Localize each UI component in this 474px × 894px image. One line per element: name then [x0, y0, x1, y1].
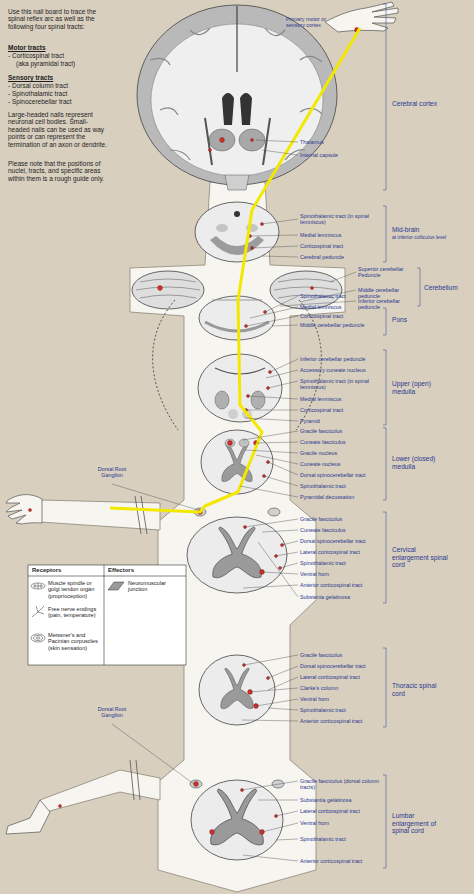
structure-label: Dorsal spinocerebellar tract: [300, 472, 382, 478]
structure-label: Inferior cerebellar peduncle: [358, 298, 416, 310]
instruction-note: - Corticospinal tract: [8, 52, 108, 59]
structure-label: Spinothalamic tract: [300, 707, 382, 713]
legend-heading: Effectors: [108, 567, 178, 574]
structure-label: Spinothalamic tract: [300, 483, 382, 489]
structure-label: Cerebral peduncle: [300, 254, 382, 260]
structure-label: Corticospinal tract: [300, 313, 356, 319]
structure-label: Ventral horn: [300, 696, 382, 702]
structure-label: Pyramid: [300, 418, 382, 424]
instruction-note: - Dorsal column tract: [8, 82, 108, 89]
structure-label: Ventral horn: [300, 820, 382, 826]
structure-label: Gracile fasciculus (dorsal column tracts…: [300, 778, 382, 790]
structure-label: Ventral horn: [300, 571, 382, 577]
structure-label: Gracile fasciculus: [300, 516, 382, 522]
structure-label: Accessory cuneate nucleus: [300, 367, 382, 373]
ganglion-label: Dorsal Root Ganglion: [92, 466, 132, 478]
structure-label: Corticospinal tract: [300, 243, 382, 249]
structure-label: Cuneate fasciculus: [300, 439, 382, 445]
region-bracket-label: Lumbar enlargement of spinal cord: [392, 812, 450, 835]
region-bracket-label: Mid-brain: [392, 226, 472, 234]
structure-label: Spinothalamic tract: [300, 293, 356, 299]
legend-entry: Muscle spindle or golgi tendon organ (pr…: [48, 580, 102, 599]
legend-entry: Free nerve endings (pain, temperature): [48, 606, 102, 619]
structure-label: Spinothalamic tract: [300, 836, 382, 842]
structure-label: Spinothalamic tract (in spinal lemniscus…: [300, 378, 382, 390]
structure-label: Lateral corticospinal tract: [300, 549, 382, 555]
ganglion-label: Dorsal Root Ganglion: [92, 706, 132, 718]
structure-label: Medial lemniscus: [300, 232, 382, 238]
structure-label: Anterior corticospinal tract: [300, 718, 382, 724]
structure-label: Dorsal spinocerebellar tract: [300, 663, 382, 669]
structure-label: Gracile fasciculus: [300, 428, 382, 434]
structure-label: Corticospinal tract: [300, 407, 382, 413]
structure-label: Medial lemniscus: [300, 396, 382, 402]
structure-label: at inferior colliculus level: [392, 235, 472, 241]
region-bracket-label: Thoracic spinal cord: [392, 682, 444, 697]
structure-label: Pyramidal decussation: [300, 494, 382, 500]
legend-heading: Receptors: [32, 567, 102, 574]
structure-label: Spinothalamic tract: [300, 560, 382, 566]
instruction-note: Use this nail board to trace the spinal …: [8, 8, 108, 30]
structure-label: Cuneate nucleus: [300, 461, 382, 467]
structure-label: Clarke's column: [300, 685, 382, 691]
structure-label: Anterior corticospinal tract: [300, 858, 382, 864]
structure-label: Cuneate fasciculus: [300, 527, 382, 533]
structure-label: Lateral corticospinal tract: [300, 674, 382, 680]
structure-label: Medial lemniscus: [300, 304, 356, 310]
structure-label: Inferior cerebellar peduncle: [300, 356, 382, 362]
region-bracket-label: Upper (open) medulla: [392, 380, 440, 395]
region-bracket-label: Lower (closed) medulla: [392, 455, 444, 470]
region-bracket-label: Cervical enlargement spinal cord: [392, 546, 450, 569]
legend-entry: Neuromuscular junction: [128, 580, 183, 593]
structure-label: Thalamus: [300, 139, 382, 145]
structure-label: Spinothalamic tract (in spinal lemniscus…: [300, 213, 382, 225]
structure-label: Lateral corticospinal tract: [300, 808, 382, 814]
structure-label: Substenia gelatinosa: [300, 594, 382, 600]
structure-label: Primary motor or sensory cortex: [286, 16, 332, 28]
structure-label: Internal capsule: [300, 152, 382, 158]
instruction-note: - Spinocerebellar tract: [8, 98, 108, 105]
legend-entry: Meissner's and Pacinian corpuscles (skin…: [48, 632, 102, 651]
instruction-note: Large-headed nails represent neuronal ce…: [8, 111, 108, 148]
tract-heading: Motor tracts: [8, 44, 108, 51]
structure-label: Middle cerebellar peduncle: [358, 287, 416, 299]
tract-heading: Sensory tracts: [8, 74, 108, 81]
structure-label: Gracile nucleus: [300, 450, 382, 456]
instruction-note: Please note that the positions of nuclei…: [8, 160, 108, 182]
structure-label: Dorsal spinocerebellar tract: [300, 538, 382, 544]
structure-label: Superior cerebellar Peduncle: [358, 266, 416, 278]
structure-label: Anterior corticospinal tract: [300, 582, 382, 588]
region-bracket-label: Cerebral cortex: [392, 100, 472, 108]
instruction-note: - Spinothalamic tract: [8, 90, 108, 97]
region-bracket-label: Pons: [392, 316, 472, 324]
region-bracket-label: Cerebellum: [424, 284, 474, 292]
structure-label: Gracile fasciculus: [300, 652, 382, 658]
structure-label: Substantia gelatinosa: [300, 797, 382, 803]
structure-label: Middle cerebellar peduncle: [300, 322, 382, 328]
instruction-note: (aka pyramidal tract): [16, 60, 116, 67]
